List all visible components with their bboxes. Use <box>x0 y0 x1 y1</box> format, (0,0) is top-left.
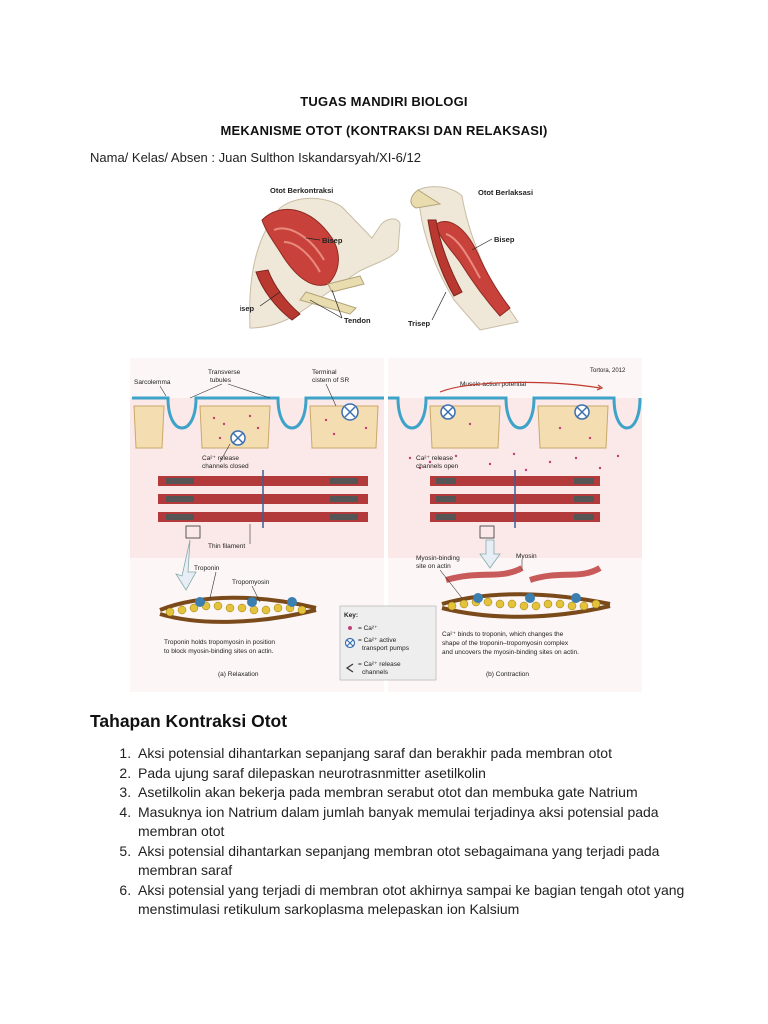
calcium-ions <box>212 414 620 472</box>
contracted-arm-illustration <box>249 197 401 329</box>
terminal-cistern-label-1: Terminal <box>312 369 337 376</box>
contract-caption-1: Ca²⁺ binds to troponin, which changes th… <box>442 631 564 638</box>
ca-open-label-2: channels open <box>416 463 459 470</box>
key-title: Key: <box>344 612 358 619</box>
legend-key <box>339 605 437 681</box>
tendon-label: Tendon <box>344 316 371 325</box>
panel-a-label: (a) Relaxation <box>218 671 259 678</box>
myosin-binding-label-2: site on actin <box>416 563 451 570</box>
myofibrils-right <box>430 470 600 528</box>
excitation-contraction-figure: Tortora, 2012 Sarcolemma Transverse tubu… <box>130 358 642 692</box>
sarcoplasmic-reticulum-right <box>429 404 609 449</box>
document-title: TUGAS MANDIRI BIOLOGI <box>300 94 468 109</box>
list-item: Aksi potensial dihantarkan sepanjang mem… <box>135 842 715 881</box>
student-identity: Nama/ Kelas/ Absen : Juan Sulthon Iskand… <box>90 150 421 165</box>
terminal-cistern-label-2: cistern of SR <box>312 377 350 384</box>
sarcolemma-left <box>132 396 384 430</box>
sarcolemma-label: Sarcolemma <box>134 379 171 386</box>
sarcolemma-right <box>388 396 642 430</box>
contraction-steps-list: Aksi potensial dihantarkan sepanjang sar… <box>110 744 715 920</box>
thin-filament-contracted <box>441 565 611 619</box>
right-trisep-label: Trisep <box>408 319 431 328</box>
list-item: Pada ujung saraf dilepaskan neurotrasnmi… <box>135 764 715 784</box>
right-bisep-label: Bisep <box>494 235 515 244</box>
key-release-2: channels <box>362 669 389 676</box>
ca-open-label-1: Ca²⁺ release <box>416 455 453 462</box>
key-pump-1: = Ca²⁺ active <box>358 637 397 644</box>
muscle-action-potential-label: Muscle action potential <box>460 381 527 388</box>
troponin-label: Troponin <box>194 565 220 572</box>
relax-caption-1: Troponin holds tropomyosin in position <box>164 639 275 646</box>
myofibrils-left <box>158 470 368 528</box>
transverse-tubules-label-1: Transverse <box>208 369 241 376</box>
relaxed-arm-illustration <box>410 186 519 331</box>
contract-caption-2: shape of the troponin–tropomyosin comple… <box>442 640 569 647</box>
left-trisep-label: Trisep <box>240 304 255 313</box>
key-pump-2: transport pumps <box>362 645 410 652</box>
myosin-binding-label-1: Myosin-binding <box>416 555 460 562</box>
list-item: Aksi potensial dihantarkan sepanjang sar… <box>135 744 715 764</box>
thin-filament-relaxed <box>159 595 317 624</box>
myosin-label: Myosin <box>516 553 537 560</box>
relaxed-title: Otot Berlaksasi <box>478 188 533 197</box>
figure-source: Tortora, 2012 <box>590 368 626 374</box>
left-bisep-label: Bisep <box>322 236 343 245</box>
ca-closed-label-1: Ca²⁺ release <box>202 455 239 462</box>
panel-b-label: (b) Contraction <box>486 671 529 678</box>
arm-muscle-figure: Otot Berkontraksi Bisep Trisep Tendon Ot… <box>240 186 533 331</box>
list-item: Aksi potensial yang terjadi di membran o… <box>135 881 715 920</box>
section-heading: Tahapan Kontraksi Otot <box>90 711 288 731</box>
relax-caption-2: to block myosin-binding sites on actin. <box>164 648 274 655</box>
list-item: Masuknya ion Natrium dalam jumlah banyak… <box>135 803 715 842</box>
document-subtitle: MEKANISME OTOT (KONTRAKSI DAN RELAKSASI) <box>220 123 548 138</box>
sarcoplasmic-reticulum-left <box>133 403 379 449</box>
tropomyosin-label: Tropomyosin <box>232 579 270 586</box>
key-release-1: = Ca²⁺ release <box>358 661 401 668</box>
ca-closed-label-2: channels closed <box>202 463 249 470</box>
contract-caption-3: and uncovers the myosin-binding sites on… <box>442 649 579 656</box>
key-ca: = Ca²⁺ <box>358 625 378 632</box>
list-item: Asetilkolin akan bekerja pada membran se… <box>135 783 715 803</box>
transverse-tubules-label-2: tubules <box>210 377 232 384</box>
thin-filament-label: Thin filament <box>208 543 245 550</box>
contracted-title: Otot Berkontraksi <box>270 186 333 195</box>
